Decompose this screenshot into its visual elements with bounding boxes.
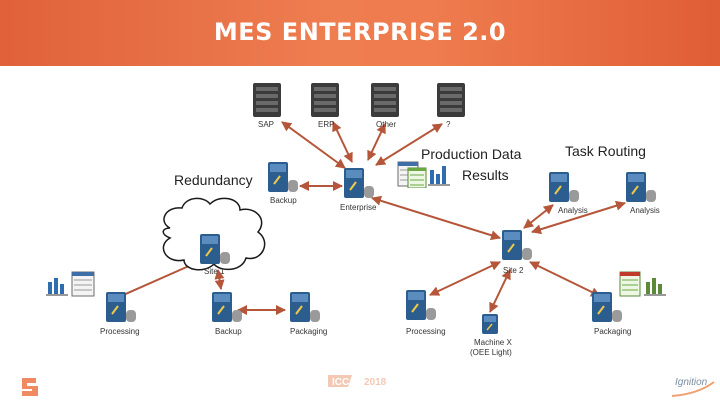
enterprise-node bbox=[342, 166, 376, 205]
slide-title: MES ENTERPRISE 2.0 bbox=[213, 18, 507, 46]
gateway-server-icon bbox=[212, 292, 242, 322]
site2-node bbox=[500, 228, 534, 267]
link-site2-machinex bbox=[489, 269, 511, 313]
brand-mark-icon bbox=[22, 378, 38, 396]
rack-server-icon bbox=[311, 83, 339, 117]
gateway-server-icon bbox=[200, 234, 230, 264]
site1-label: Site 1 bbox=[204, 267, 225, 276]
machine-x-sublabel: (OEE Light) bbox=[470, 348, 512, 357]
chart-report-icon bbox=[46, 271, 95, 297]
link-other-enterprise bbox=[367, 123, 386, 161]
backup-top-node bbox=[266, 160, 300, 199]
link-site2-packaging bbox=[529, 261, 601, 297]
gateway-server-icon bbox=[549, 172, 579, 202]
icc-logo-text: ICC bbox=[332, 377, 349, 388]
enterprise-label: Enterprise bbox=[340, 203, 377, 212]
link-site1-backup bbox=[214, 269, 225, 290]
machine-x-node bbox=[480, 312, 500, 341]
analysis-node-2 bbox=[624, 170, 658, 209]
machine-x-label: Machine X bbox=[474, 338, 512, 347]
task-routing-heading: Task Routing bbox=[565, 143, 646, 159]
link-q-enterprise bbox=[375, 123, 443, 166]
sap-server bbox=[252, 82, 282, 123]
gateway-server-icon bbox=[290, 292, 320, 322]
site2-packaging-node bbox=[590, 290, 624, 329]
gateway-server-icon bbox=[502, 230, 532, 260]
results-heading: Results bbox=[462, 167, 509, 183]
rack-server-icon bbox=[253, 83, 281, 117]
gateway-server-icon bbox=[406, 290, 436, 320]
gateway-server-icon bbox=[626, 172, 656, 202]
site2-label: Site 2 bbox=[503, 266, 524, 275]
gateway-server-icon bbox=[344, 168, 374, 198]
sap-label: SAP bbox=[258, 120, 275, 129]
backup-top-label: Backup bbox=[270, 196, 297, 205]
site1-processing-node bbox=[104, 290, 138, 329]
gateway-server-icon bbox=[106, 292, 136, 322]
other-server bbox=[370, 82, 400, 123]
site1-backup-label: Backup bbox=[215, 327, 242, 336]
production-data-heading: Production Data bbox=[421, 146, 522, 162]
site2-reports bbox=[618, 270, 670, 303]
rack-server-icon bbox=[371, 83, 399, 117]
site2-processing-label: Processing bbox=[406, 327, 446, 336]
site2-packaging-label: Packaging bbox=[594, 327, 632, 336]
unknown-server bbox=[436, 82, 466, 123]
unknown-label: ? bbox=[446, 120, 451, 129]
edge-device-icon bbox=[482, 314, 498, 334]
site1-reports bbox=[46, 270, 98, 303]
link-enterprise-site2 bbox=[371, 195, 501, 241]
production-data-docs bbox=[396, 160, 454, 193]
link-erp-enterprise bbox=[332, 121, 353, 163]
link-site1-processing bbox=[111, 261, 199, 301]
site1-node bbox=[198, 232, 232, 271]
spreadsheet-chart-icon bbox=[619, 271, 666, 297]
site1-packaging-label: Packaging bbox=[290, 327, 328, 336]
analysis-node-1 bbox=[547, 170, 581, 209]
gateway-server-icon bbox=[592, 292, 622, 322]
site1-processing-label: Processing bbox=[100, 327, 140, 336]
title-banner: MES ENTERPRISE 2.0 bbox=[0, 0, 720, 66]
gateway-server-icon bbox=[268, 162, 298, 192]
icc-badge: ICC 2018 bbox=[326, 372, 396, 395]
analysis-1-label: Analysis bbox=[558, 206, 588, 215]
link-site2-processing bbox=[429, 261, 501, 296]
link-site2-analysis2 bbox=[531, 200, 626, 235]
spreadsheet-icon bbox=[397, 161, 450, 189]
ignition-swoosh-icon bbox=[671, 381, 715, 397]
icc-year-text: 2018 bbox=[364, 377, 387, 388]
analysis-2-label: Analysis bbox=[630, 206, 660, 215]
site1-packaging-node bbox=[288, 290, 322, 329]
erp-server bbox=[310, 82, 340, 123]
inductive-logo-icon bbox=[16, 372, 44, 405]
erp-label: ERP bbox=[318, 120, 335, 129]
redundancy-heading: Redundancy bbox=[174, 172, 253, 188]
icc-logo-icon: ICC 2018 bbox=[328, 375, 387, 388]
site2-processing-node bbox=[404, 288, 438, 327]
site1-backup-node bbox=[210, 290, 244, 329]
ignition-brand: Ignition bbox=[675, 377, 708, 388]
rack-server-icon bbox=[437, 83, 465, 117]
other-label: Other bbox=[376, 120, 397, 129]
